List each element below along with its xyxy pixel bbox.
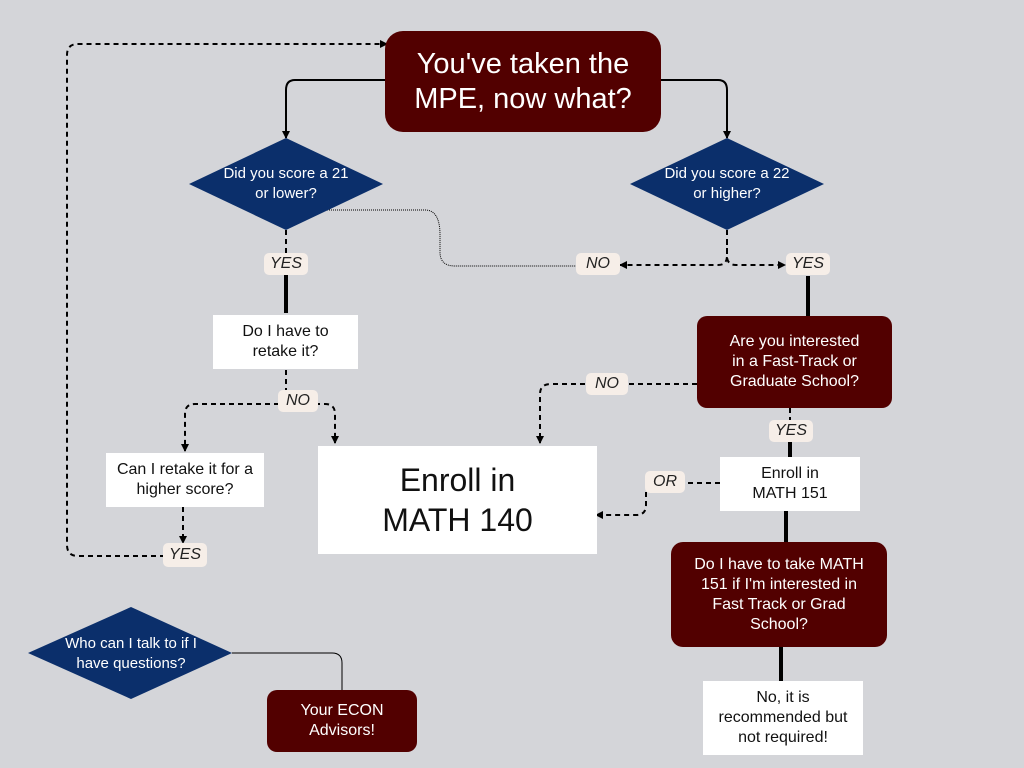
- label-or: OR: [645, 471, 685, 493]
- question-score-low: Did you score a 21 or lower?: [223, 165, 349, 202]
- box-answer: No, it is recommended but not required!: [703, 681, 863, 755]
- arrow-interest-no-to-math140: [540, 383, 697, 443]
- box-interest-question: Are you interested in a Fast-Track or Gr…: [697, 316, 892, 408]
- question-who-to-talk: Who can I talk to if I have questions?: [65, 635, 197, 672]
- arrow-title-to-high: [660, 79, 731, 139]
- label-yes-low: YES: [264, 253, 308, 275]
- label-no-retake: NO: [278, 390, 318, 412]
- box-advisors: Your ECON Advisors!: [267, 690, 417, 752]
- box-retake-question: Do I have to retake it?: [213, 315, 358, 369]
- label-yes-retake-higher: YES: [163, 543, 207, 567]
- box-enroll-math140: Enroll in MATH 140: [318, 446, 597, 554]
- arrow-high-to-no: [619, 230, 728, 269]
- arrow-math151-or-to-math140: [596, 482, 720, 515]
- arrow-no-to-math140: [315, 403, 339, 444]
- thin-connector: [325, 209, 578, 267]
- label-yes-high: YES: [786, 253, 830, 275]
- box-retake-higher-question: Can I retake it for a higher score?: [106, 453, 264, 507]
- arrow-title-to-low: [282, 79, 385, 139]
- title-text: You've taken the MPE, now what?: [414, 47, 632, 115]
- diamond-high: [630, 138, 824, 230]
- arrow-no-to-retake-higher: [181, 403, 279, 452]
- diamond-low: [189, 138, 383, 230]
- label-yes-interest: YES: [769, 420, 813, 442]
- question-score-high: Did you score a 22 or higher?: [664, 165, 790, 202]
- title-box: You've taken the MPE, now what?: [385, 31, 661, 132]
- diamond-questions: [28, 607, 232, 699]
- arrow-high-to-yes: [726, 240, 786, 269]
- box-required-question: Do I have to take MATH 151 if I'm intere…: [671, 542, 887, 647]
- label-no-high: NO: [576, 253, 620, 275]
- label-no-interest: NO: [586, 373, 628, 395]
- line-questions-to-advisors: [232, 652, 343, 690]
- box-enroll-math151: Enroll in MATH 151: [720, 457, 860, 511]
- arrow-loop-back-to-title: [66, 40, 388, 557]
